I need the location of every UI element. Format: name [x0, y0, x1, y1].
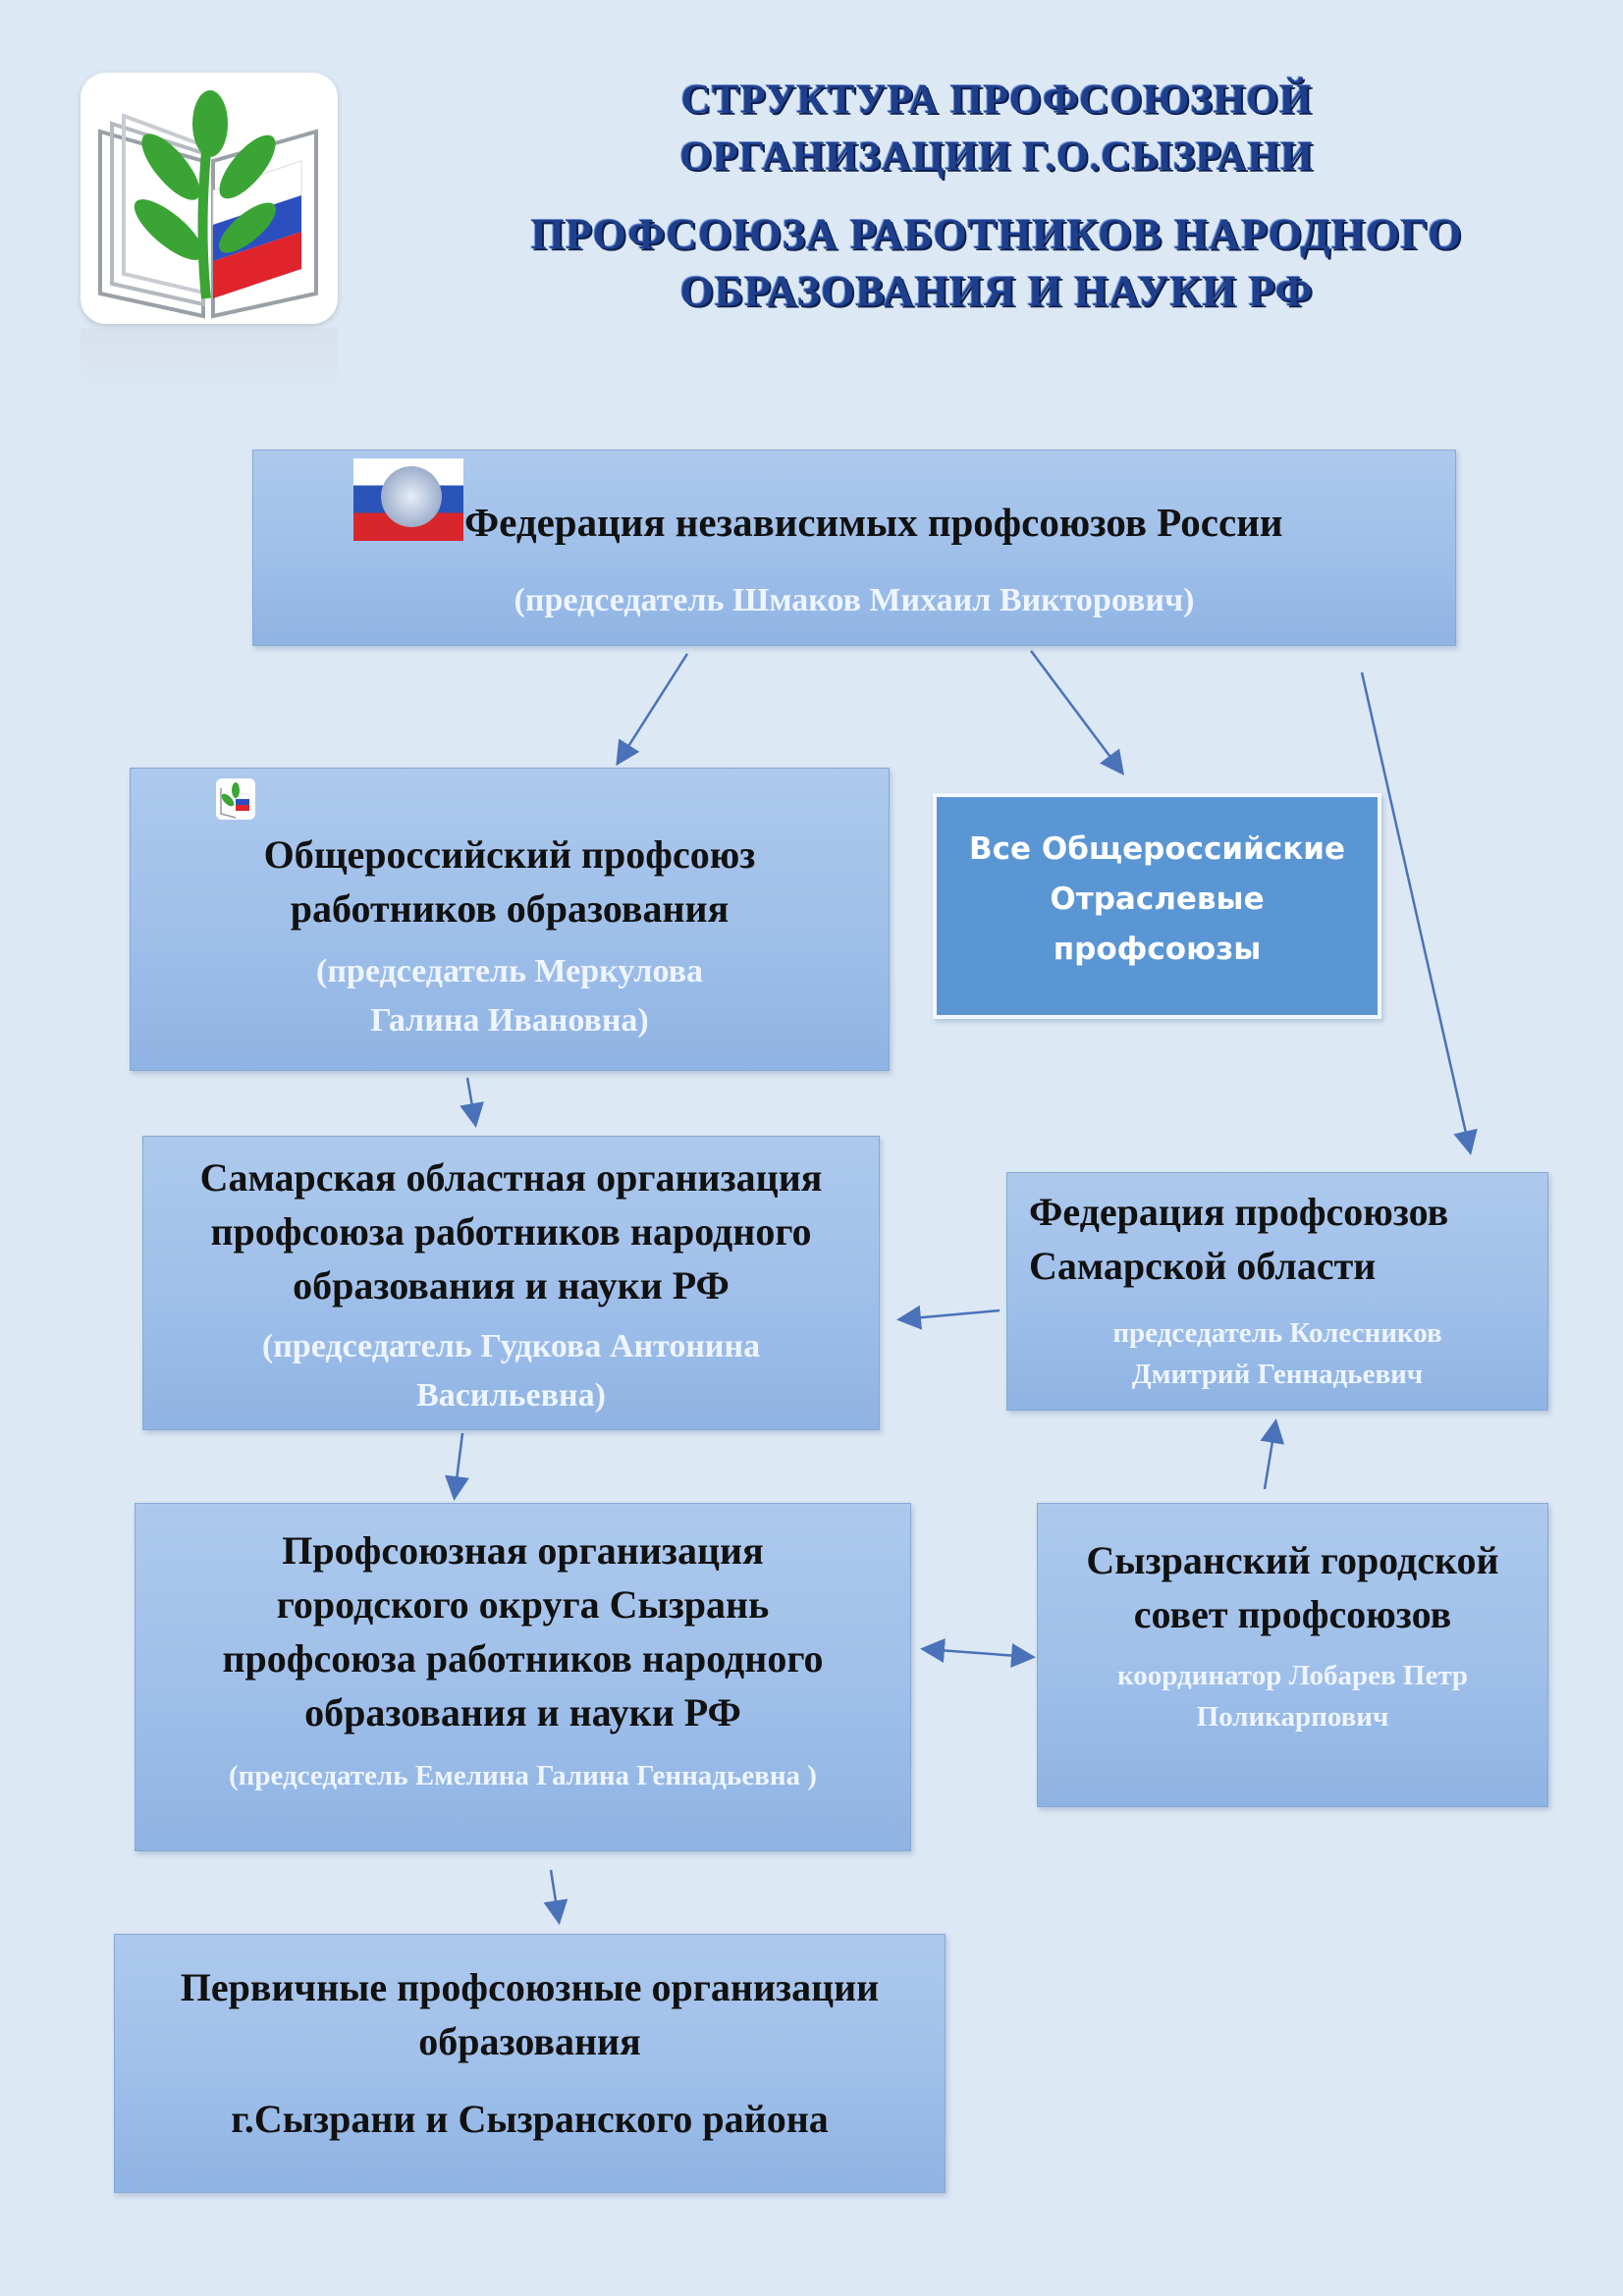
page-title-line-1: СТРУКТУРА ПРОФСОЮЗНОЙ [680, 78, 1313, 123]
node-samara-org-chair-line-1: (председатель Гудкова Антонина [261, 1328, 761, 1364]
node-syzran-org-name-line-2: городского округа Сызрань [276, 1582, 770, 1627]
node-fed-samara-name-line-1: Федерация профсоюзов [1029, 1190, 1449, 1234]
node-fed-samara-name-line-2: Самарской области [1029, 1244, 1377, 1288]
node-samara-federation: Федерация профсоюзов Самарской области п… [1006, 1172, 1548, 1411]
node-syzran-org-chair: (председатель Емелина Галина Геннадьевна… [229, 1760, 817, 1791]
page-subtitle-line-1: ПРОФСОЮЗА РАБОТНИКОВ НАРОДНОГО [530, 210, 1463, 258]
node-fnpr-chair: (председатель Шмаков Михаил Викторович) [514, 582, 1195, 618]
node-samara-regional-org: Самарская областная организация профсоюз… [142, 1136, 880, 1430]
node-primary-line-2: образования [418, 2019, 641, 2063]
page-title-line-2: ОРГАНИЗАЦИИ Г.О.СЫЗРАНИ [679, 134, 1314, 180]
node-esur-chair-line-1: (председатель Меркулова [316, 953, 703, 989]
node-syzran-org-name-line-1: Профсоюзная организация [282, 1528, 764, 1573]
arrow-esur-to-samara-org [460, 1077, 484, 1128]
node-all-sector-line-2: Отраслевые [1050, 881, 1265, 917]
arrow-syzran-org-council [920, 1638, 1036, 1668]
page-subtitle-line-2: ОБРАЗОВАНИЯ И НАУКИ РФ [679, 267, 1314, 315]
union-logo [81, 73, 338, 324]
arrow-fed-samara-to-samara-org [896, 1305, 1001, 1330]
esur-mini-logo-icon [216, 778, 255, 820]
node-samara-org-name-line-3: образования и науки РФ [293, 1263, 730, 1308]
node-syzran-council-coord-line-1: координатор Лобарев Петр [1116, 1660, 1469, 1691]
node-fnpr-name: Федерация независимых профсоюзов России [464, 500, 1283, 545]
node-samara-org-name-line-1: Самарская областная организация [199, 1155, 823, 1200]
node-samara-org-name-line-2: профсоюза работников народного [210, 1209, 812, 1254]
node-primary-line-3: г.Сызрани и Сызранского района [231, 2097, 829, 2141]
arrow-council-to-fed-samara [1260, 1418, 1285, 1490]
node-syzran-council-name-line-1: Сызранский городской [1086, 1538, 1499, 1582]
arrow-fnpr-to-esur [616, 653, 689, 767]
node-syzran-council-coord-line-2: Поликарпович [1196, 1701, 1389, 1733]
node-syzran-council: Сызранский городской совет профсоюзов ко… [1037, 1503, 1548, 1807]
node-esur-name-line-2: работников образования [290, 886, 730, 931]
node-syzran-org-name-line-4: образования и науки РФ [304, 1690, 741, 1735]
node-all-sector-line-1: Все Общероссийские [969, 831, 1345, 867]
node-primary-orgs: Первичные профсоюзные организации образо… [114, 1934, 946, 2193]
node-all-sector-line-3: профсоюзы [1053, 932, 1262, 967]
node-primary-line-1: Первичные профсоюзные организации [180, 1965, 880, 2009]
arrow-samara-org-to-syzran-org [445, 1432, 469, 1501]
arrow-fnpr-to-all-sector [1029, 650, 1124, 776]
node-all-sector-unions: Все Общероссийские Отраслевые профсоюзы [933, 793, 1381, 1019]
node-fed-samara-chair-line-2: Дмитрий Геннадьевич [1131, 1359, 1424, 1390]
node-syzran-org: Профсоюзная организация городского округ… [135, 1503, 911, 1851]
node-fed-samara-chair-line-1: председатель Колесников [1112, 1317, 1442, 1349]
arrow-syzran-org-to-primary [543, 1869, 568, 1925]
fnpr-emblem-icon [353, 458, 463, 541]
union-logo-icon [98, 90, 318, 319]
node-esur-chair-line-2: Галина Ивановна) [370, 1002, 649, 1039]
node-syzran-council-name-line-2: совет профсоюзов [1133, 1592, 1452, 1636]
node-esur-name-line-1: Общероссийский профсоюз [263, 832, 756, 877]
logo-reflection [81, 328, 338, 397]
node-esur: Общероссийский профсоюз работников образ… [130, 768, 890, 1071]
node-samara-org-chair-line-2: Васильевна) [416, 1377, 606, 1414]
node-syzran-org-name-line-3: профсоюза работников народного [222, 1636, 824, 1681]
